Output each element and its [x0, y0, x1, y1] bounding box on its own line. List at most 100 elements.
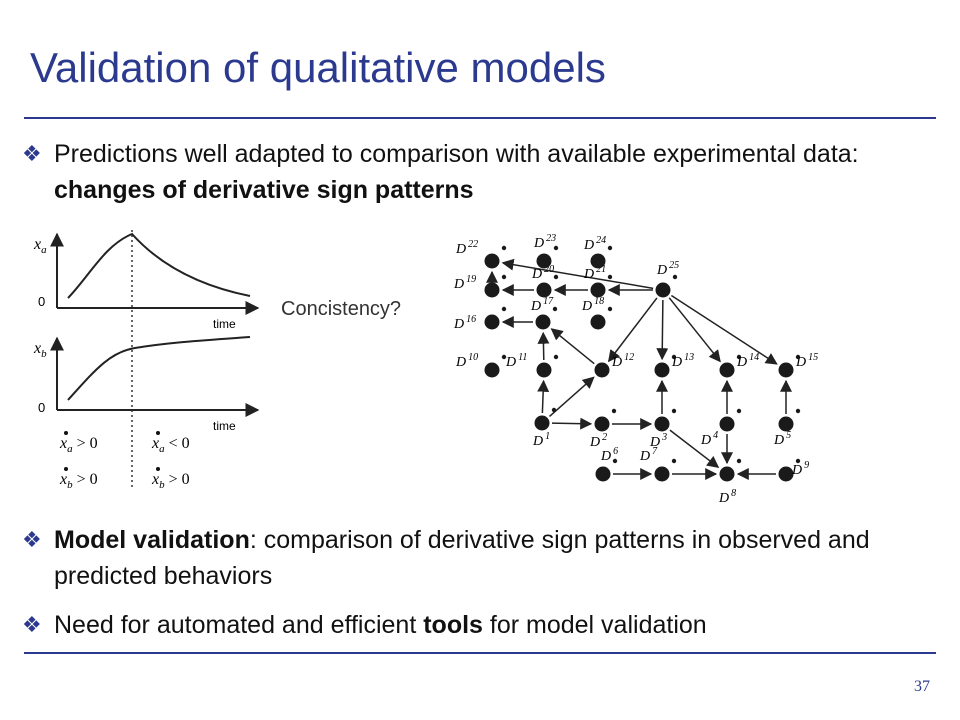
derivative-dot	[736, 354, 742, 360]
bullet-bold-text: tools	[423, 611, 483, 639]
page-number: 37	[914, 678, 930, 695]
derivative-dot	[607, 274, 613, 280]
xa-zero-label: 0	[38, 294, 45, 309]
state-node-14	[719, 362, 735, 378]
bullet-bold-text: Model validation	[54, 526, 250, 554]
edge-25-14	[668, 297, 721, 363]
condition-xa-pos: xa> 0	[59, 435, 98, 455]
derivative-dot	[501, 354, 507, 360]
derivative-dot	[671, 408, 677, 414]
edge-1-12	[548, 376, 595, 417]
bullet-bold-text: changes of derivative sign patterns	[54, 176, 474, 204]
condition-xa-neg: xa< 0	[151, 435, 190, 455]
state-node-12	[594, 362, 610, 378]
edge-25-22	[501, 258, 654, 290]
derivative-dot	[672, 274, 678, 280]
state-node-11	[536, 362, 552, 378]
state-node-18	[590, 314, 606, 330]
bullet-diamond-icon: ❖	[22, 527, 42, 552]
derivative-dot	[611, 354, 617, 360]
derivative-dot	[612, 458, 618, 464]
state-node-24	[590, 253, 606, 269]
derivative-dot	[64, 467, 68, 471]
derivative-dot	[607, 245, 613, 251]
derivative-dot	[736, 408, 742, 414]
bullet-diamond-icon: ❖	[22, 612, 42, 637]
bullet-diamond-icon: ❖	[22, 141, 42, 166]
consistency-label: Concistency?	[281, 298, 402, 320]
edge-25-15	[670, 294, 778, 365]
derivative-dot	[736, 458, 742, 464]
bullet-text: Need for automated and efficient	[54, 611, 424, 639]
derivative-dot	[501, 306, 507, 312]
transition-edges	[486, 258, 792, 480]
state-node-3	[654, 416, 670, 432]
derivative-dot	[501, 245, 507, 251]
state-node-22	[484, 253, 500, 269]
state-node-23	[536, 253, 552, 269]
state-node-13	[654, 362, 670, 378]
edge-3-8	[669, 429, 720, 469]
derivative-dot	[552, 306, 558, 312]
state-node-4	[719, 416, 735, 432]
derivative-dot	[156, 431, 160, 435]
state-node-25	[655, 282, 671, 298]
xb-time-label: time	[213, 419, 236, 433]
derivative-dot	[671, 458, 677, 464]
bullet-predictions: ❖ Predictions well adapted to comparison…	[22, 136, 922, 208]
derivative-dot	[795, 458, 801, 464]
derivative-dot	[156, 467, 160, 471]
edge-25-12	[607, 297, 658, 363]
bullet-tools: ❖ Need for automated and efficient tools…	[22, 607, 922, 643]
edge-25-13	[656, 299, 669, 361]
derivative-dot	[553, 354, 559, 360]
state-node-17	[535, 314, 551, 330]
footer-rule	[24, 652, 936, 654]
bullet-text: Predictions well adapted to comparison w…	[54, 140, 859, 168]
xa-axis-label: xa	[33, 236, 47, 256]
xb-axis-label: xb	[33, 340, 47, 360]
edge-12-17	[550, 328, 595, 365]
state-node-16	[484, 314, 500, 330]
condition-xb-pos-2: xb> 0	[151, 471, 190, 491]
state-node-10	[484, 362, 500, 378]
conditions: xa> 0 xa< 0 xb> 0 xb> 0	[59, 431, 190, 491]
edge-1-2	[551, 417, 593, 430]
xb-curve	[67, 336, 251, 401]
state-node-2	[594, 416, 610, 432]
state-node-19	[484, 282, 500, 298]
plot-xb: xb 0 time	[33, 336, 260, 433]
derivative-dot	[611, 408, 617, 414]
derivative-dot	[64, 431, 68, 435]
state-node-20	[536, 282, 552, 298]
bullet-text: : comparison of derivative sign patterns…	[54, 526, 870, 590]
derivative-dot	[551, 407, 557, 413]
state-node-9	[778, 466, 794, 482]
xb-zero-label: 0	[38, 400, 45, 415]
bullet-model-validation: ❖ Model validation: comparison of deriva…	[22, 522, 922, 594]
slide-title: Validation of qualitative models	[30, 44, 606, 91]
